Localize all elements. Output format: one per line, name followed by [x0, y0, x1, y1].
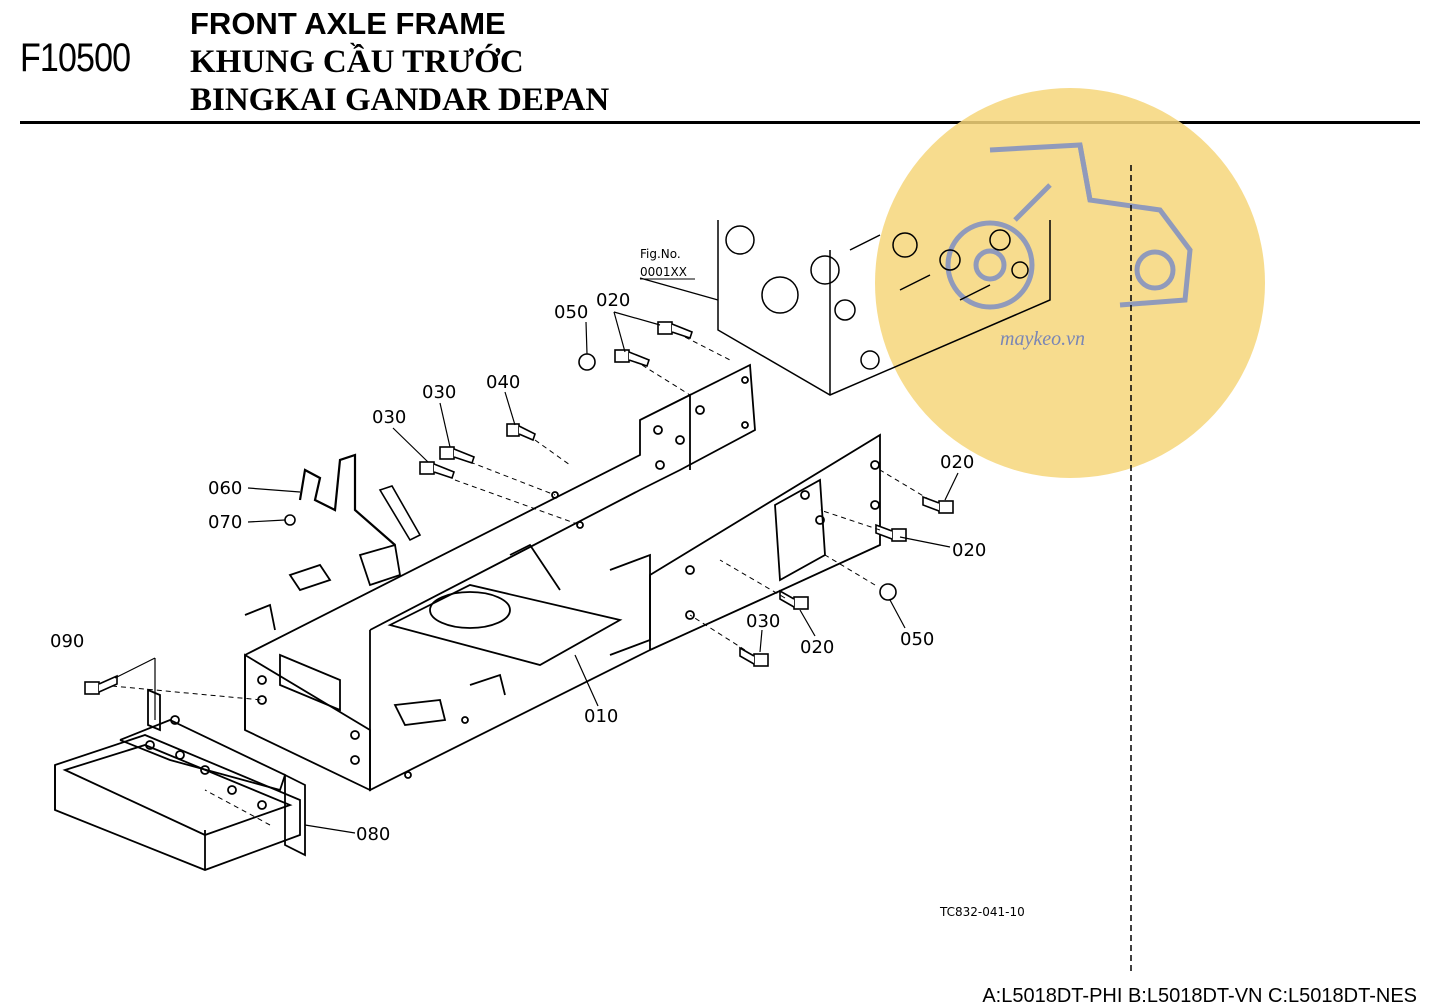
label-020: 020: [940, 452, 974, 473]
leader-lines: [114, 277, 959, 834]
watermark-logo: maykeo.vn: [875, 88, 1265, 478]
title-english: FRONT AXLE FRAME: [190, 6, 506, 41]
front-axle-frame: [244, 363, 881, 792]
figure-code: F10500: [20, 36, 131, 80]
label-030: 030: [372, 407, 406, 428]
label-050: 050: [554, 302, 588, 323]
front-weight-box: [54, 688, 306, 871]
rod-060: [298, 453, 396, 546]
label-080: 080: [356, 824, 390, 845]
label-010: 010: [584, 706, 618, 727]
label-030: 030: [422, 382, 456, 403]
fig-ref-number: 0001XX: [640, 265, 687, 279]
title-malay: BINGKAI GANDAR DEPAN: [190, 82, 610, 118]
alignment-lines: [111, 336, 931, 826]
label-090: 090: [50, 631, 84, 652]
label-020: 020: [800, 637, 834, 658]
label-040: 040: [486, 372, 520, 393]
bolts: [84, 321, 954, 695]
label-050: 050: [900, 629, 934, 650]
model-footer: A:L5018DT-PHI B:L5018DT-VN C:L5018DT-NES: [982, 985, 1417, 1007]
fig-ref-label: Fig.No.: [640, 247, 681, 261]
drawing-code: TC832-041-10: [939, 905, 1025, 919]
label-020: 020: [952, 540, 986, 561]
engine-block: [717, 220, 1051, 396]
label-030: 030: [746, 611, 780, 632]
label-070: 070: [208, 512, 242, 533]
label-020: 020: [596, 290, 630, 311]
label-060: 060: [208, 478, 242, 499]
title-vietnamese: KHUNG CẦU TRƯỚC: [190, 44, 524, 80]
header-rule: [20, 121, 1420, 124]
bracket-rod: [378, 485, 422, 542]
watermark-text: maykeo.vn: [1000, 328, 1085, 350]
